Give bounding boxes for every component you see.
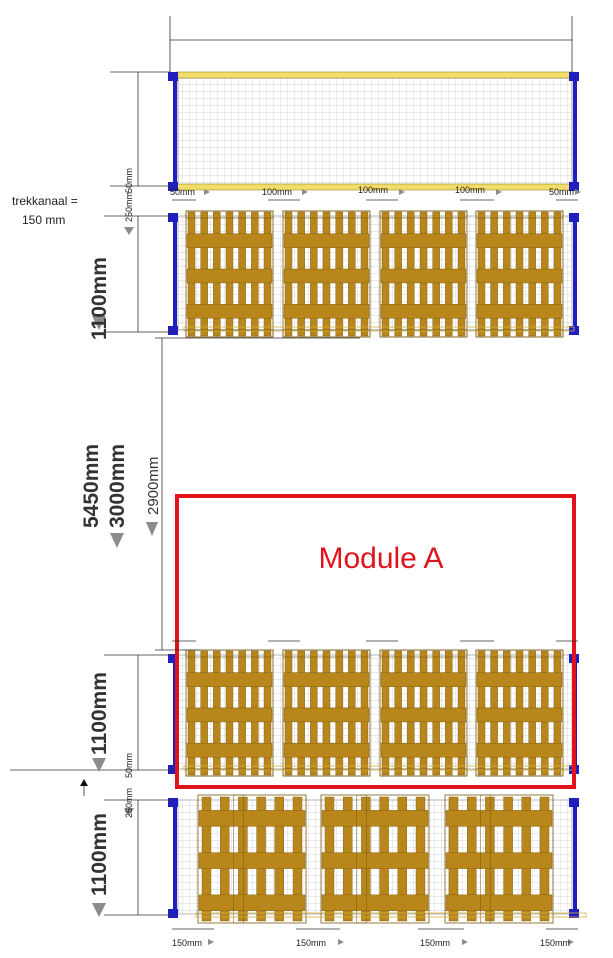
gap-50-left-upper: 50mm (124, 168, 134, 193)
gap-50-left-lower: 50mm (124, 753, 134, 778)
pallet-row (183, 649, 575, 777)
aisle-2900: 2900mm (145, 457, 162, 515)
upright-post-icons (168, 72, 579, 191)
gap-top-100-a: 100mm (262, 187, 292, 197)
gap-top-100-c: 100mm (455, 185, 485, 195)
pallet (475, 649, 564, 777)
beam-outline (183, 326, 575, 332)
gap-top-50-right: 50mm (549, 187, 574, 197)
rack-3 (168, 649, 579, 777)
module-a-frame (175, 494, 576, 789)
module-a-label: Module A (318, 542, 443, 575)
rack-empty (168, 71, 579, 191)
rack-4 (168, 794, 587, 924)
pallet (379, 210, 468, 338)
pallet (197, 794, 307, 924)
gap-top-100-b: 100mm (358, 185, 388, 195)
gap-bottom-150-a: 150mm (172, 938, 202, 948)
left-dimension-lines (10, 71, 360, 916)
upright-right (573, 74, 577, 188)
top-dimension (169, 16, 573, 72)
gap-250-lower: 250mm (124, 788, 134, 818)
trekkanaal-label-line1: trekkanaal = (12, 194, 78, 208)
upright-right (573, 214, 577, 332)
pallet (185, 649, 274, 777)
pallet (185, 210, 274, 338)
gap-bottom-150-b: 150mm (296, 938, 326, 948)
upright-right (573, 798, 577, 916)
gap-bottom-150-d: 150mm (540, 938, 570, 948)
depth-1100-rack3: 1100mm (88, 672, 111, 755)
upright-left (173, 798, 177, 916)
pallet (282, 649, 371, 777)
upright-left (173, 214, 177, 332)
pallet (282, 210, 371, 338)
depth-1100-rack2: 1100mm (88, 257, 111, 340)
gap-250-upper: 250mm (124, 192, 134, 222)
total-5450: 5450mm (80, 444, 103, 528)
pallet (475, 210, 564, 338)
pallet-row (195, 794, 587, 924)
beam-front (175, 71, 575, 79)
upright-left (173, 74, 177, 188)
span-3000: 3000mm (106, 444, 129, 528)
pallet (320, 794, 430, 924)
gap-ticks (172, 199, 578, 930)
gap-bottom-150-c: 150mm (420, 938, 450, 948)
trekkanaal-label-line2: 150 mm (22, 213, 65, 227)
upright-post-icons (168, 798, 579, 918)
mesh-deck (177, 77, 573, 187)
pallet (379, 649, 468, 777)
pallet-row (183, 210, 575, 338)
pallet (444, 794, 554, 924)
depth-1100-rack4: 1100mm (88, 813, 111, 896)
rack-2 (168, 210, 579, 338)
gap-top-50-left: 50mm (170, 187, 195, 197)
beam-outline (195, 912, 587, 918)
triangle-arrow-icons (80, 189, 581, 945)
